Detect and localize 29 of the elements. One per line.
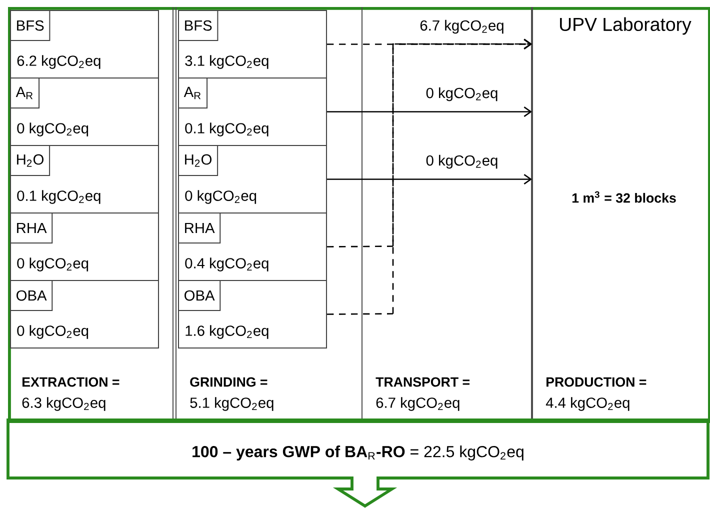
material-tag: OBA [178, 280, 221, 311]
edge-label: 0 kgCO$_{2}$eq [424, 154, 500, 170]
stage-total: 5.1 kgCO$_{2}$eq [190, 397, 274, 411]
material-tag: BFS [178, 10, 218, 41]
stage-heading: EXTRACTION = [22, 377, 120, 387]
arrow [327, 174, 532, 184]
material-tag: RHA [10, 212, 53, 244]
stage-total: 6.3 kgCO$_{2}$eq [22, 397, 106, 411]
summary-arrow-box: 100 – years GWP of BA$_{R}$-RO = 22.5 kgCO$_{2}$eq [6, 418, 710, 508]
edge-label: 0 kgCO$_{2}$eq [424, 86, 500, 102]
place-title: UPV Laboratory [560, 17, 692, 35]
material-tag: BFS [10, 10, 50, 41]
stage-heading: PRODUCTION = [546, 377, 646, 387]
material-tag: RHA [178, 212, 221, 244]
arrow [327, 38, 532, 315]
material-tag: A$_{R}$ [178, 78, 208, 108]
material-tag: H$_{2}$O [178, 145, 218, 176]
arrow [327, 106, 532, 117]
note-text: 1 m$^{3}$ = 32 blocks [572, 191, 676, 203]
material-tag: A$_{R}$ [10, 78, 40, 108]
material-tag: H$_{2}$O [10, 145, 50, 176]
stage-heading: TRANSPORT = [376, 377, 470, 387]
arrow [327, 39, 532, 50]
edge-label: 6.7 kgCO$_{2}$eq [418, 18, 506, 35]
frame-box [8, 7, 710, 423]
stage-total: 4.4 kgCO$_{2}$eq [546, 397, 630, 411]
stage-heading: GRINDING = [190, 377, 268, 387]
material-tag: OBA [10, 280, 53, 311]
stage-column [176, 6, 362, 420]
